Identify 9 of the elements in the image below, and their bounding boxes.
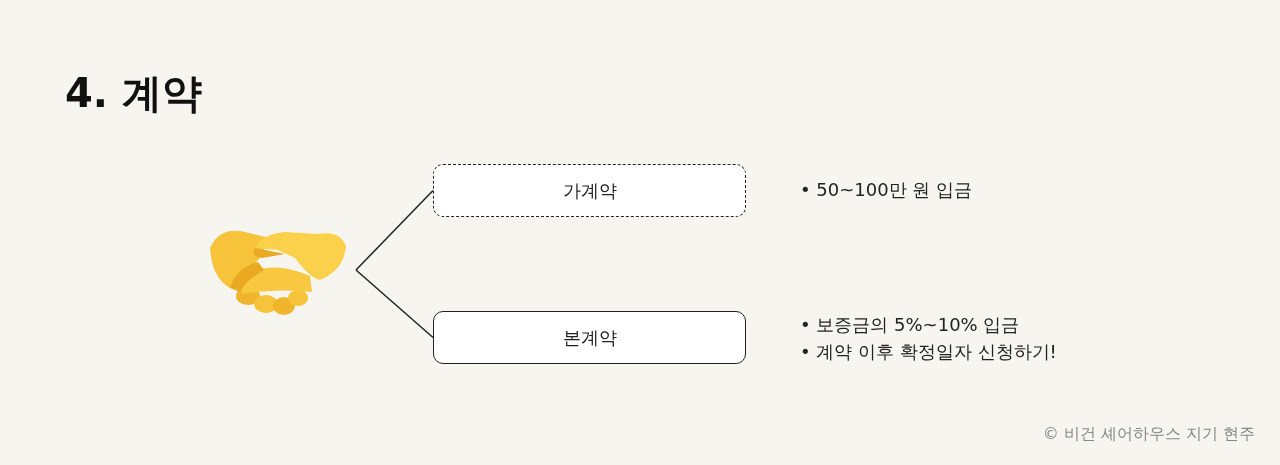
connector-line — [355, 269, 434, 339]
bullet-item: • 계약 이후 확정일자 신청하기! — [800, 340, 1057, 364]
title: 4. 계약 — [65, 69, 202, 118]
connector-line — [355, 189, 434, 271]
bullet-item: • 보증금의 5%~10% 입금 — [800, 313, 1021, 337]
dashed-box: 가계약 — [433, 164, 746, 217]
copyright-note: © 비건 셰어하우스 지기 현주 — [1042, 424, 1255, 445]
rounded-box: 본계약 — [433, 311, 746, 364]
bullet-item: • 50~100만 원 입금 — [800, 178, 973, 202]
